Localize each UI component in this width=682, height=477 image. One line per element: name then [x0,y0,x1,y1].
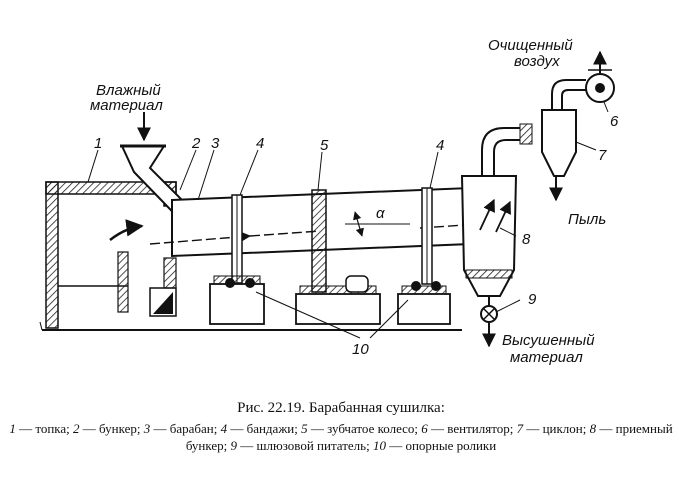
legend-item-text: — топка; [15,421,74,436]
legend-item-number: 5 [301,421,308,436]
legend-item-text: — циклон; [523,421,590,436]
legend-item-number: 7 [516,421,524,436]
legend-item: 3 — барабан; [144,421,221,436]
legend-item: 10 — опорные ролики [373,438,496,453]
label-number-3: 3 [211,135,220,152]
dust-label: Пыль [568,211,606,228]
clean-air-label-1: Очищенный [488,37,573,54]
label-number-8: 8 [522,231,531,248]
air-duct [481,123,533,176]
dried-material-label-1: Высушенный [502,332,595,349]
wet-material-label-2: материал [90,97,163,114]
dried-material-label-2: материал [510,349,583,366]
legend-item: 1 — топка; [9,421,73,436]
leader-lines [87,101,609,313]
legend-item-number: 8 [589,421,597,436]
legend-item-number: 6 [421,421,428,436]
receiving-bunker [460,175,518,297]
legend-item: 5 — зубчатое колесо; [301,421,421,436]
furnace [45,181,177,329]
fan [585,50,615,103]
legend-item: 8 — приемный бункер; [186,421,673,453]
label-number-4-left: 4 [256,135,264,152]
legend-item: 6 — вентилятор; [421,421,516,436]
rotary-feeder [480,296,498,348]
label-number-2: 2 [191,135,201,152]
legend-item-text: — бункер; [79,421,144,436]
label-number-9: 9 [528,291,537,308]
support-rollers [209,275,451,339]
ground [39,321,462,331]
legend-item: 2 — бункер; [73,421,144,436]
angle-alpha-label: α [376,205,385,222]
legend-item-text: — барабан; [150,421,221,436]
legend-item: 4 — бандажи; [221,421,302,436]
label-number-10: 10 [352,341,369,358]
legend-item-number: 1 [9,421,16,436]
legend-item: 9 — шлюзовой питатель; [231,438,373,453]
clean-air-label-2: воздух [514,53,560,70]
bandage-right [421,187,433,285]
legend-item-text: — шлюзовой питатель; [237,438,373,453]
legend-item-number: 3 [143,421,151,436]
legend-item-text: — бандажи; [227,421,302,436]
label-number-5: 5 [320,137,329,154]
figure-caption-title: Рис. 22.19. Барабанная сушилка: [237,400,445,416]
legend-item-number: 2 [73,421,80,436]
gear-wheel [311,189,327,293]
legend-item: 7 — циклон; [517,421,590,436]
legend-item-text: — зубчатое колесо; [307,421,422,436]
legend-item-text: — вентилятор; [427,421,517,436]
cyclone [541,79,586,202]
rotary-dryer-diagram: Влажный материал Очищенный воздух Пыль В… [39,37,619,366]
legend-item-number: 4 [220,421,228,436]
label-number-1: 1 [94,135,102,152]
legend-item-text: — приемный бункер; [185,421,673,453]
bandage-left [231,194,243,284]
legend-item-text: — опорные ролики [385,438,497,453]
wet-material-label-1: Влажный [96,82,161,99]
label-number-7: 7 [598,147,607,164]
figure-caption-legend: 1 — топка; 2 — бункер; 3 — барабан; 4 — … [6,420,676,454]
legend-item-number: 10 [372,438,386,453]
label-number-4-right: 4 [436,137,444,154]
label-number-6: 6 [610,113,619,130]
legend-item-number: 9 [230,438,238,453]
